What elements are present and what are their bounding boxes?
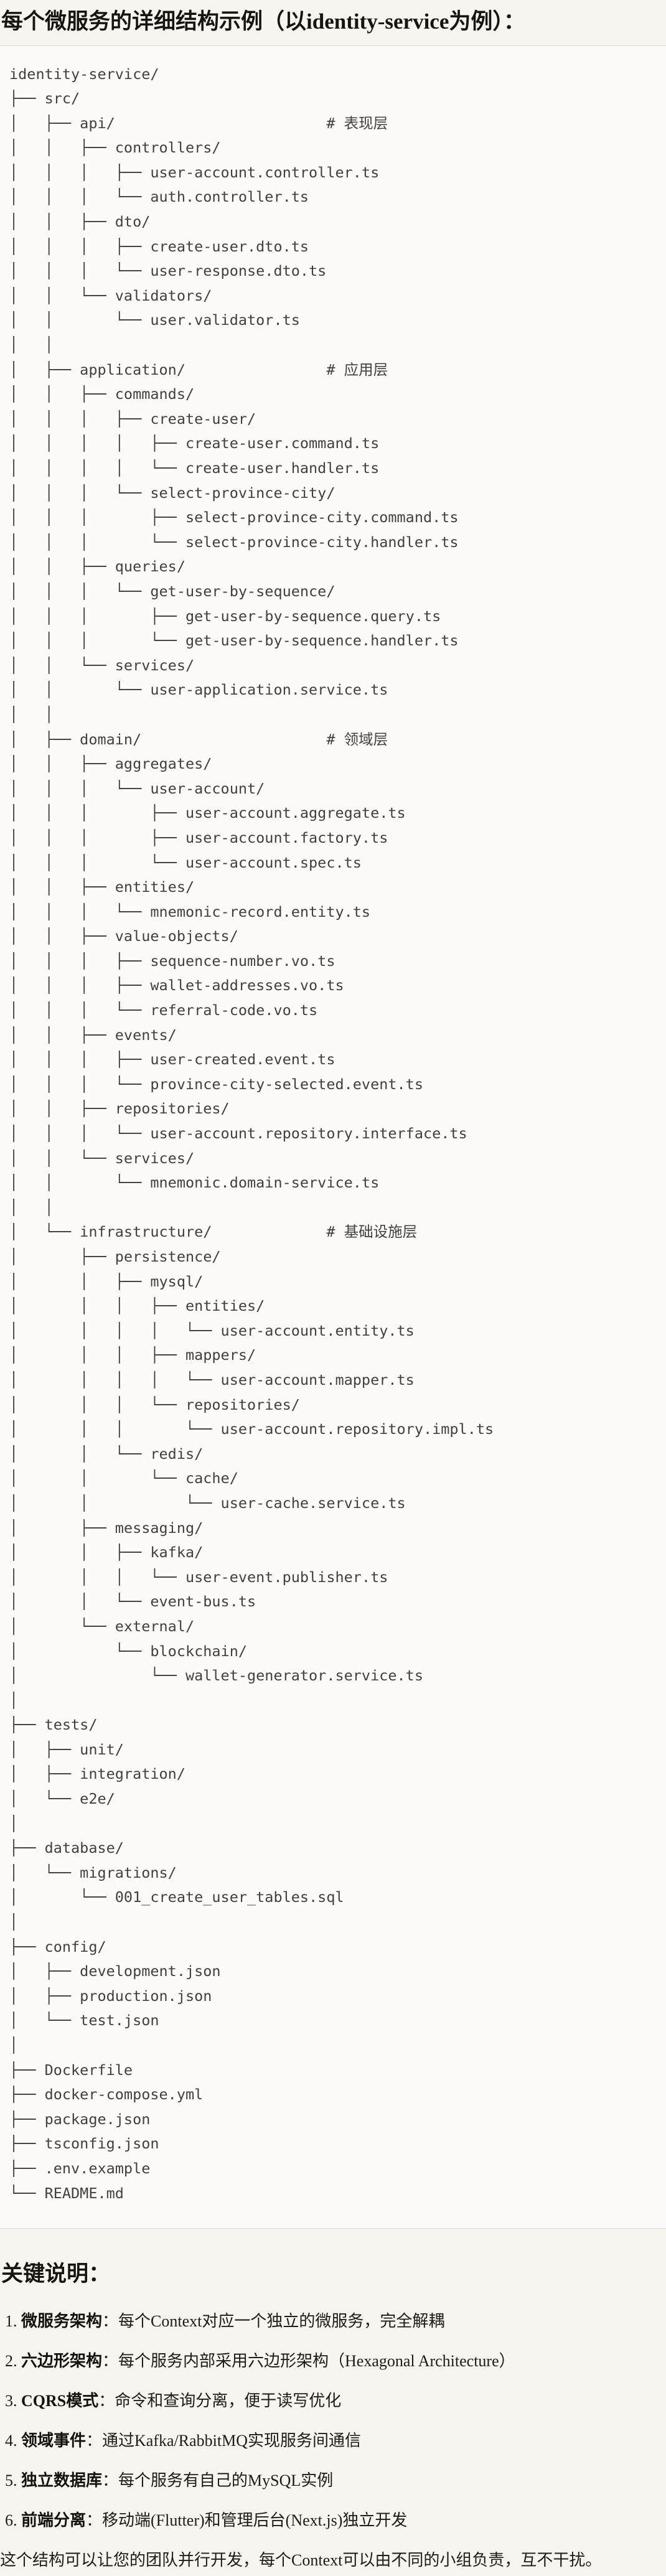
note-desc: ：通过Kafka/RabbitMQ实现服务间通信 <box>86 2432 361 2450</box>
notes-heading: 关键说明： <box>1 2262 111 2287</box>
note-desc: ：每个Context对应一个独立的微服务，完全解耦 <box>102 2312 445 2331</box>
directory-tree-text: identity-service/ ├── src/ │ ├── api/ # … <box>9 65 494 2202</box>
directory-tree-code-block: identity-service/ ├── src/ │ ├── api/ # … <box>0 45 666 2229</box>
note-term: 前端分离 <box>21 2511 87 2530</box>
note-item: 前端分离：移动端(Flutter)和管理后台(Next.js)独立开发 <box>21 2508 666 2532</box>
page-title: 每个微服务的详细结构示例（以identity-service为例）： <box>1 9 525 34</box>
document: 每个微服务的详细结构示例（以identity-service为例）： ident… <box>0 7 666 2572</box>
note-item: 领域事件：通过Kafka/RabbitMQ实现服务间通信 <box>21 2428 666 2453</box>
note-item: 独立数据库：每个服务有自己的MySQL实例 <box>21 2468 666 2493</box>
note-desc: ：命令和查询分离，便于读写优化 <box>98 2392 342 2410</box>
note-item: 六边形架构：每个服务内部采用六边形架构（Hexagonal Architectu… <box>21 2349 666 2373</box>
note-term: CQRS模式 <box>21 2392 99 2410</box>
note-desc: ：移动端(Flutter)和管理后台(Next.js)独立开发 <box>86 2511 408 2530</box>
note-term: 领域事件 <box>21 2432 87 2450</box>
note-desc: ：每个服务内部采用六边形架构（Hexagonal Architecture） <box>102 2352 515 2371</box>
note-desc: ：每个服务有自己的MySQL实例 <box>102 2471 334 2490</box>
note-term: 微服务架构 <box>21 2312 103 2331</box>
note-item: CQRS模式：命令和查询分离，便于读写优化 <box>21 2389 666 2413</box>
note-term: 独立数据库 <box>21 2471 103 2490</box>
note-item: 微服务架构：每个Context对应一个独立的微服务，完全解耦 <box>21 2309 666 2333</box>
notes-list: 微服务架构：每个Context对应一个独立的微服务，完全解耦 六边形架构：每个服… <box>0 2309 666 2532</box>
footer-note: 这个结构可以让您的团队并行开发，每个Context可以由不同的小组负责，互不干扰… <box>0 2551 602 2570</box>
note-term: 六边形架构 <box>21 2352 103 2371</box>
